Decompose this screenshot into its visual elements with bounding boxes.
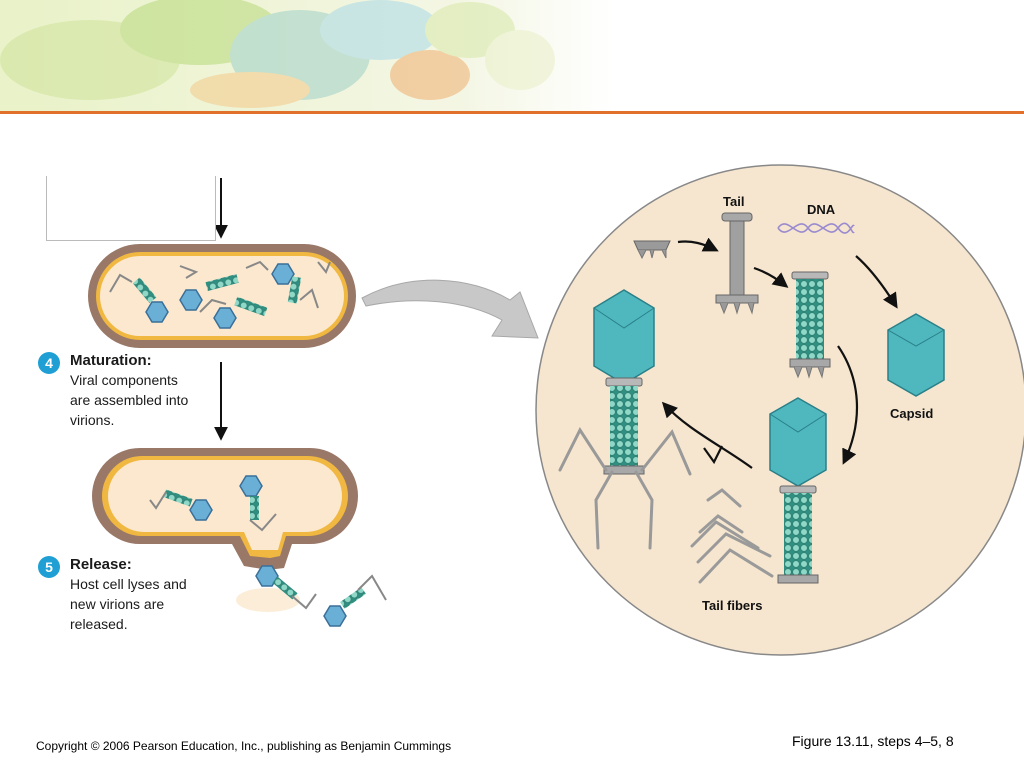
virion-small xyxy=(149,489,213,521)
tail-fibers xyxy=(690,488,774,584)
step-number-badge: 5 xyxy=(38,556,60,578)
assembly-arrows xyxy=(661,237,898,469)
step-title: Maturation: xyxy=(70,352,152,369)
step-text-line: new virions are xyxy=(70,596,165,612)
baseplate xyxy=(633,240,671,260)
capsid-head xyxy=(887,313,945,397)
tail-fiber-fragment xyxy=(109,260,331,313)
complete-phage xyxy=(558,289,692,550)
zoom-arrow xyxy=(361,279,539,339)
host-cell-release xyxy=(92,448,358,612)
copyright-text: Copyright © 2006 Pearson Education, Inc.… xyxy=(36,739,452,753)
host-cell-maturation xyxy=(88,244,356,348)
step-text-line: are assembled into xyxy=(70,392,189,408)
dna-helix xyxy=(777,222,855,234)
step-text-line: Host cell lyses and xyxy=(70,576,187,592)
header-banner xyxy=(0,0,1024,112)
label-tail-fibers: Tail fibers xyxy=(702,598,762,613)
step-release: 5 Release: Host cell lyses and new virio… xyxy=(38,556,238,636)
capsid-fragment xyxy=(145,263,295,329)
virion-small xyxy=(323,574,387,627)
step-text-line: Viral components xyxy=(70,372,178,388)
label-tail: Tail xyxy=(723,194,744,209)
step-text-line: virions. xyxy=(70,412,115,428)
label-capsid: Capsid xyxy=(890,406,933,421)
step-maturation: 4 Maturation: Viral components are assem… xyxy=(38,352,238,432)
step-title: Release: xyxy=(70,556,132,573)
cropped-previous-step xyxy=(46,176,216,241)
head-tail-assembly xyxy=(769,397,827,584)
header-rule xyxy=(0,111,1024,114)
step-text-line: released. xyxy=(70,616,128,632)
figure-caption: Figure 13.11, steps 4–5, 8 xyxy=(792,733,954,749)
tail-fragment xyxy=(132,273,302,317)
step-number-badge: 4 xyxy=(38,352,60,374)
label-dna: DNA xyxy=(807,202,836,217)
tail-core xyxy=(715,212,759,315)
virion-small xyxy=(255,565,317,610)
virion-small xyxy=(239,475,277,532)
tail-with-sheath xyxy=(789,271,831,379)
